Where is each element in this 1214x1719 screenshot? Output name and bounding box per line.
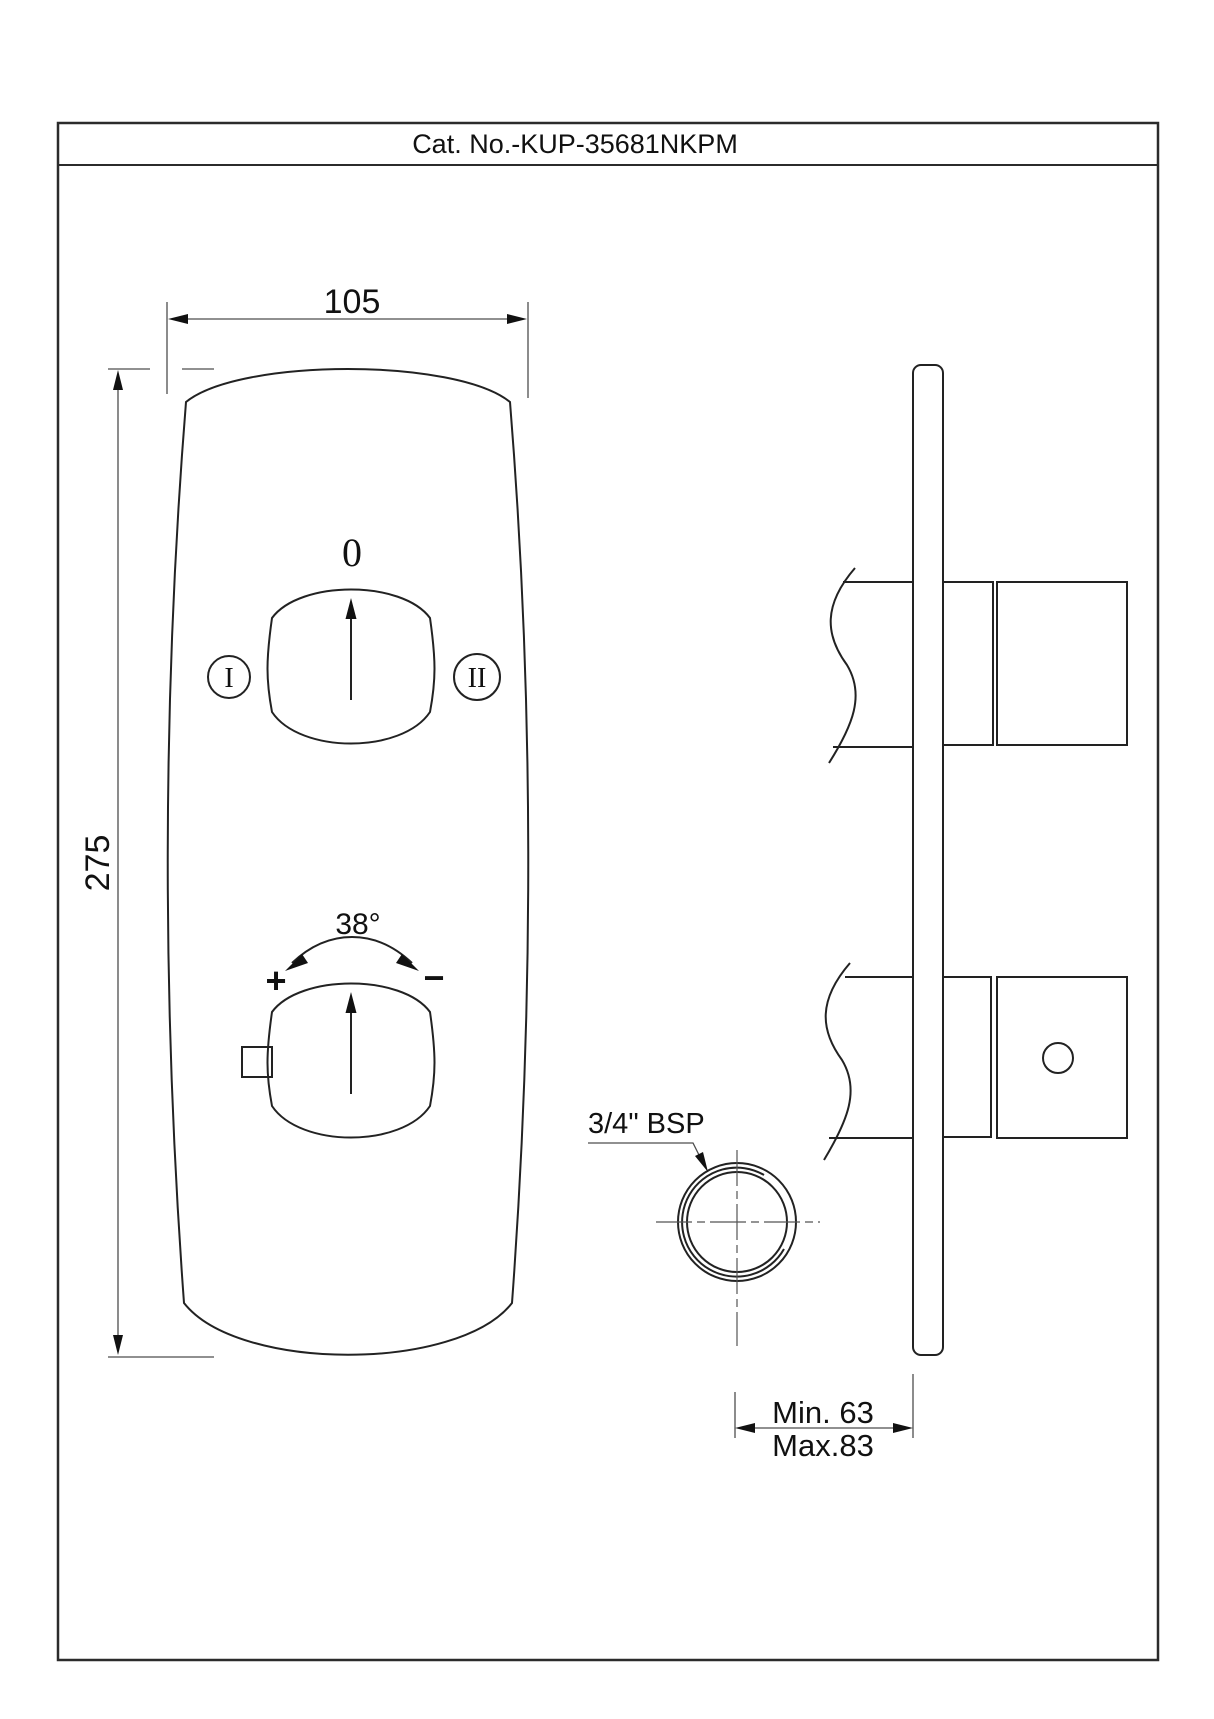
height-bottom-arrow-icon xyxy=(113,1335,123,1355)
swing-arc-right-arrow-icon xyxy=(396,954,419,971)
height-dimension: 275 xyxy=(79,368,214,1358)
knob-screw-hole xyxy=(1042,1042,1074,1074)
width-dimension: 105 xyxy=(166,283,529,398)
temperature-knob-outline xyxy=(266,982,436,1139)
height-dimension-label: 275 xyxy=(79,835,117,892)
side-view xyxy=(823,364,1128,1356)
cold-label: − xyxy=(423,957,444,998)
height-top-arrow-icon xyxy=(113,370,123,390)
width-dimension-label: 105 xyxy=(324,283,381,321)
wall-plate-profile xyxy=(912,364,944,1356)
depth-min-label: Min. 63 xyxy=(772,1395,874,1430)
port-one-label: I xyxy=(224,663,233,694)
swing-arc-left-arrow-icon xyxy=(285,954,308,971)
diverter-knob-outline xyxy=(266,588,436,745)
sheet-frame: Cat. No.-KUP-35681NKPM xyxy=(56,121,1160,1662)
depth-left-arrow-icon xyxy=(735,1423,755,1433)
inlet-thread-arc xyxy=(681,1166,785,1278)
upper-break-line xyxy=(828,567,857,764)
depth-dimension: Min. 63 Max.83 xyxy=(734,1374,914,1463)
depth-max-label: Max.83 xyxy=(772,1428,874,1463)
lower-valve-body xyxy=(823,962,1128,1161)
diverter-knob: 0 I II xyxy=(207,530,501,745)
width-left-arrow-icon xyxy=(168,314,188,324)
catalog-number-text: Cat. No.-KUP-35681NKPM xyxy=(412,129,738,159)
lower-knob-profile xyxy=(996,976,1128,1139)
bsp-inlet-detail: 3/4" BSP xyxy=(588,1108,820,1346)
temperature-pointer-arrow-icon xyxy=(345,992,357,1013)
sheet-border xyxy=(56,121,1160,1662)
inlet-leader-line xyxy=(588,1142,705,1166)
inlet-size-label: 3/4" BSP xyxy=(588,1108,705,1140)
inlet-leader-arrow-icon xyxy=(695,1152,708,1172)
depth-right-arrow-icon xyxy=(893,1423,913,1433)
lower-break-line xyxy=(823,962,852,1161)
hot-label: + xyxy=(265,960,286,1001)
port-two-circle xyxy=(453,653,501,701)
upper-knob-stem xyxy=(942,581,994,746)
diverter-zero-label: 0 xyxy=(342,530,362,575)
front-view: 0 I II 38° + − xyxy=(166,368,530,1356)
diverter-pointer-arrow-icon xyxy=(345,598,357,619)
upper-valve-body xyxy=(828,567,1128,764)
temperature-knob-tab xyxy=(241,1046,273,1078)
width-right-arrow-icon xyxy=(507,314,527,324)
lower-knob-stem xyxy=(942,976,992,1138)
port-two-label: II xyxy=(468,663,487,694)
upper-knob-profile xyxy=(996,581,1128,746)
port-one-circle xyxy=(207,655,251,699)
temperature-knob: 38° + − xyxy=(241,908,445,1139)
angle-label: 38° xyxy=(335,908,380,941)
swing-arc xyxy=(291,935,413,964)
faceplate-outline xyxy=(166,368,530,1356)
